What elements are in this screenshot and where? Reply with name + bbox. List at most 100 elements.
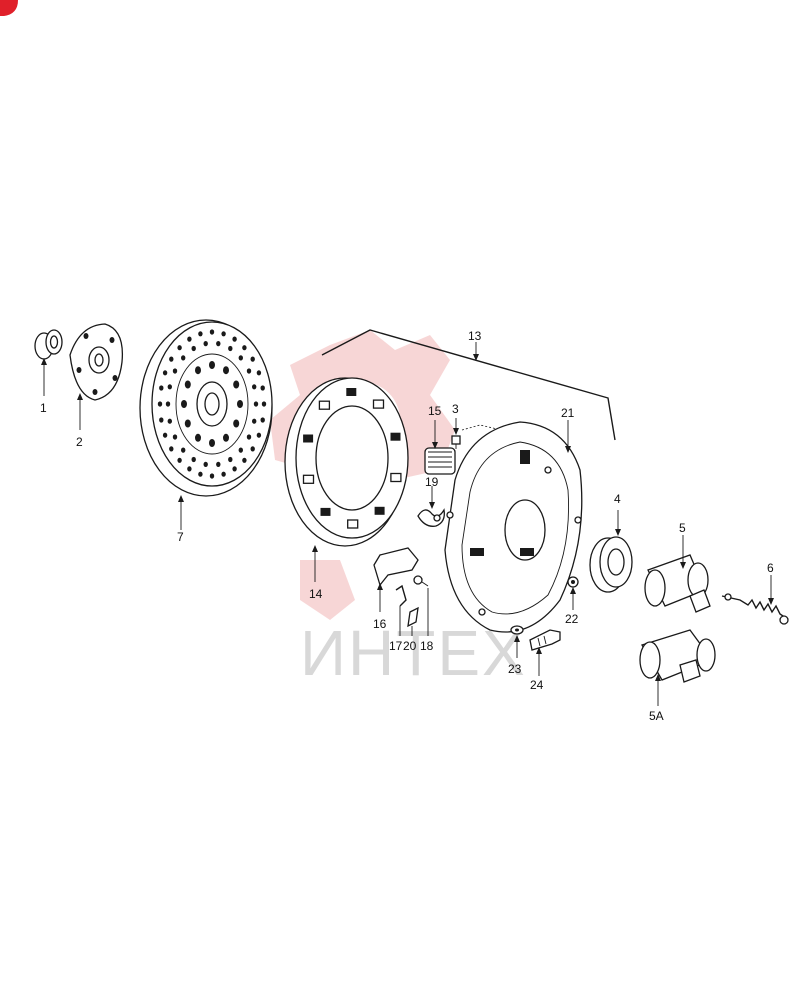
disc-rivet-hole [260, 385, 265, 391]
disc-rivet-hole [167, 418, 172, 424]
disc-rivet-hole [256, 370, 262, 376]
part-23-washer [510, 625, 524, 635]
disc-rivet-hole [221, 471, 226, 477]
disc-rivet-hole [203, 461, 208, 467]
disc-rivet-hole [177, 457, 182, 463]
disc-rivet-hole [203, 341, 208, 347]
label-part-20: 20 [403, 639, 417, 653]
part-17-eyebolt [395, 584, 407, 607]
disc-rivet-hole [261, 401, 267, 407]
disc-rivet-hole [159, 417, 164, 423]
label-part-3: 3 [452, 402, 459, 416]
disc-rivet-hole [159, 385, 164, 391]
plate-lug [346, 388, 357, 396]
disc-rivet-hole [209, 361, 215, 369]
disc-rivet-hole [233, 380, 240, 389]
disc-rivet-hole [232, 466, 237, 472]
label-part-4: 4 [614, 492, 621, 506]
label-part-15: 15 [428, 404, 442, 418]
part-15-pressure-spring [424, 447, 456, 475]
label-part-24: 24 [530, 678, 544, 692]
label-part-22: 22 [565, 612, 579, 626]
disc-rivet-hole [233, 419, 240, 428]
plate-lug [372, 399, 385, 409]
plate-lug [390, 472, 402, 483]
disc-rivet-hole [252, 418, 257, 424]
corner-logo-mark [0, 0, 18, 16]
part-16-release-lever [373, 547, 419, 587]
disc-rivet-hole [260, 417, 265, 423]
disc-rivet-hole [228, 456, 233, 463]
disc-rivet-hole [187, 466, 192, 472]
assembly-13-bracket [321, 329, 616, 441]
disc-rivet-hole [250, 446, 255, 452]
disc-rivet-hole [172, 434, 178, 440]
disc-rivet-hole [181, 355, 186, 361]
disc-rivet-hole [191, 345, 196, 352]
label-part-5a: 5A [649, 709, 664, 723]
disc-rivet-hole [256, 432, 262, 438]
part-1-pilot-bearing [34, 329, 63, 360]
disc-rivet-hole [195, 366, 201, 375]
part-19-retaining-clip [417, 508, 445, 527]
label-part-21: 21 [561, 406, 575, 420]
disc-rivet-hole [216, 341, 221, 347]
disc-rivet-hole [238, 447, 243, 453]
plate-lug [347, 519, 359, 529]
disc-rivet-hole [195, 433, 201, 442]
disc-rivet-hole [191, 456, 196, 463]
label-part-6: 6 [767, 561, 774, 575]
disc-rivet-hole [246, 434, 252, 440]
part-6-return-spring [721, 593, 789, 625]
disc-rivet-hole [242, 345, 247, 351]
disc-rivet-hole [181, 400, 187, 408]
plate-lug [374, 506, 385, 515]
disc-rivet-hole [209, 439, 215, 447]
part-22-nut [567, 576, 579, 588]
disc-rivet-hole [228, 345, 233, 352]
disc-rivet-hole [237, 400, 243, 408]
disc-rivet-hole [216, 461, 221, 467]
part-7-clutch-disc [139, 319, 273, 497]
label-part-23: 23 [508, 662, 522, 676]
disc-rivet-hole [198, 471, 203, 477]
disc-rivet-hole [157, 401, 163, 407]
disc-rivet-hole [238, 355, 243, 361]
label-part-14: 14 [309, 587, 323, 601]
label-part-17: 17 [389, 639, 403, 653]
disc-rivet-hole [167, 384, 172, 390]
disc-rivet-hole [209, 473, 215, 479]
label-part-13: 13 [468, 329, 482, 343]
disc-rivet-hole [246, 368, 252, 374]
label-part-19: 19 [425, 475, 439, 489]
disc-rivet-hole [253, 401, 259, 407]
plate-lug [320, 507, 331, 516]
label-part-18: 18 [420, 639, 434, 653]
part-2-flange-plate [69, 323, 124, 401]
label-part-1: 1 [40, 401, 47, 415]
disc-rivet-hole [198, 331, 203, 337]
part-20-pin [407, 606, 419, 628]
disc-rivet-hole [223, 366, 229, 375]
disc-rivet-hole [169, 446, 174, 452]
part-14-pressure-plate [284, 377, 409, 547]
label-part-5: 5 [679, 521, 686, 535]
plate-lug [318, 400, 331, 410]
disc-rivet-hole [250, 356, 255, 362]
plate-lug [302, 474, 315, 484]
disc-rivet-hole [242, 457, 247, 463]
disc-rivet-hole [184, 419, 191, 428]
disc-rivet-hole [209, 329, 215, 335]
disc-rivet-hole [162, 370, 168, 376]
part-3-screw [451, 435, 461, 449]
disc-rivet-hole [187, 336, 192, 342]
plate-lug [390, 432, 401, 441]
part-4-release-bearing [589, 536, 633, 593]
plate-lug [303, 434, 314, 443]
disc-rivet-hole [177, 345, 182, 351]
part-5a-release-sleeve-alt [639, 629, 716, 683]
label-part-7: 7 [177, 530, 184, 544]
disc-rivet-hole [169, 356, 174, 362]
label-part-16: 16 [373, 617, 387, 631]
disc-rivet-hole [232, 336, 237, 342]
